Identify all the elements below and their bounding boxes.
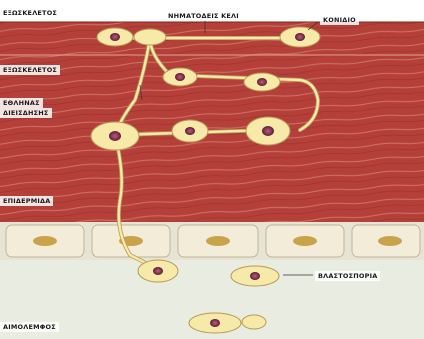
label-epidermis: ΕΠΙΔΕΡΜΙΔΑ	[0, 196, 53, 206]
label-exoskeleton-top: ΕΞΩΣΚΕΛΕΤΟΣ	[0, 8, 60, 18]
blastospore-cell	[231, 266, 279, 286]
fungal-cell	[244, 73, 280, 91]
label-penetration-line2: ΔΙΕΙΣΔΗΣΗΣ	[0, 108, 52, 118]
fungal-cell	[246, 117, 290, 145]
cuticle-layer	[0, 22, 424, 222]
fungal-cell	[91, 122, 139, 150]
label-exoskeleton-mid: ΕΞΩΣΚΕΛΕΤΟΣ	[0, 65, 60, 75]
epidermis-cells	[6, 225, 420, 257]
label-hemolymph: ΑΙΜΟΛΕΜΦΟΣ	[0, 322, 59, 332]
fungal-cell	[163, 68, 197, 86]
label-conidium: ΚΟΝΙΔΙΟ	[320, 15, 359, 25]
fungal-cell	[97, 28, 133, 46]
conidium-cell	[280, 27, 320, 47]
fungal-cell	[134, 29, 166, 45]
epidermis-nucleus	[33, 236, 57, 246]
label-penetration-line1: ΕΘΛΗΝΑΣ	[0, 98, 43, 108]
epidermis-nucleus	[206, 236, 230, 246]
epidermis-nucleus	[378, 236, 402, 246]
label-hyphae: ΝΗΜΑΤΟΔΕΙΣ ΚΕΛΙ	[165, 11, 242, 21]
budding-cell	[242, 315, 266, 329]
fungal-cell	[172, 120, 208, 142]
blastospore-cell	[138, 260, 178, 282]
label-blastospores: ΒΛΑΣΤΟΣΠΟΡΙΑ	[315, 271, 380, 281]
epidermis-nucleus	[293, 236, 317, 246]
